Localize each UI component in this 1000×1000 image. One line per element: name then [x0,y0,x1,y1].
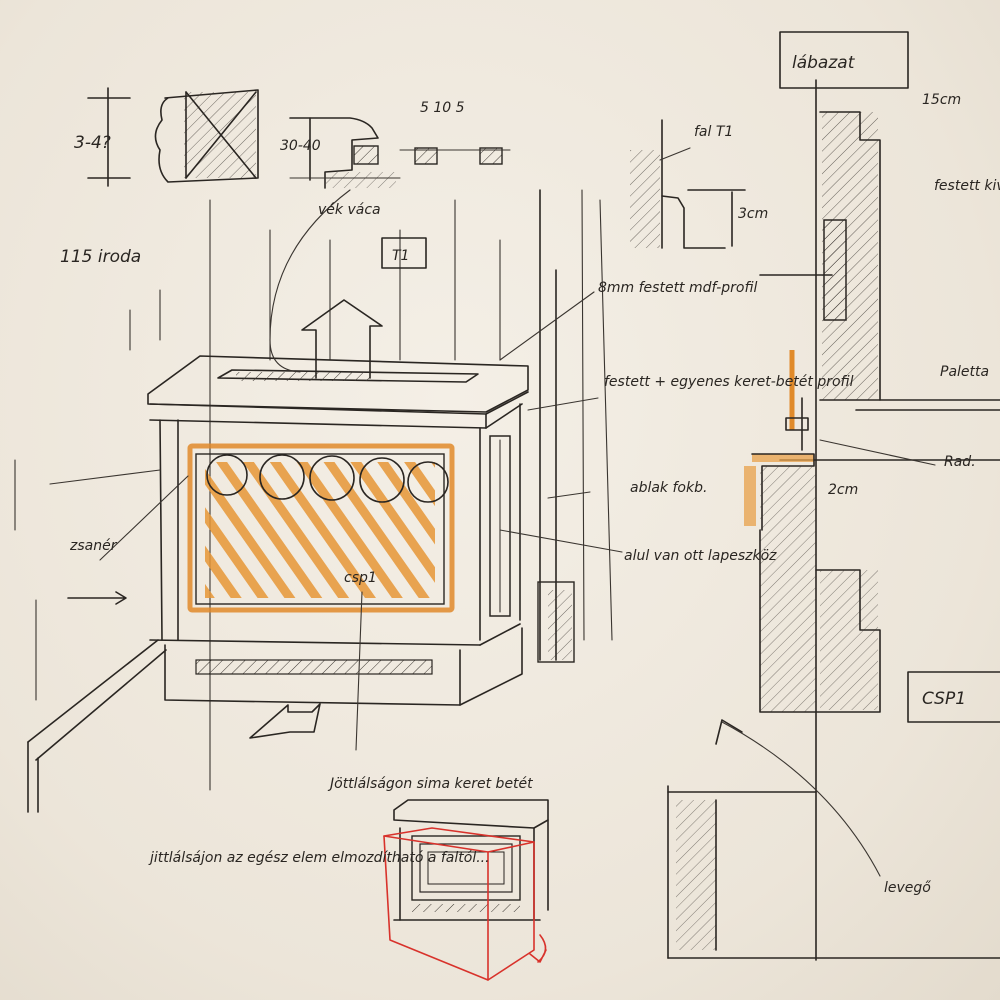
csp1-small-label: csp1 [344,570,377,586]
window-frame-label: ablak fokb. [630,480,707,496]
rad-label: Rad. [944,454,976,470]
floor-skirting [14,459,167,813]
dim-2cm-label: 2cm [828,482,858,498]
cabinet-sketch [147,299,529,739]
dim-3-4-label: 3-4? [74,133,111,153]
parketta-label: Paletta [940,364,989,380]
small-cabinet-sketch [383,799,549,981]
dim-3cm-label: 3cm [738,206,768,222]
leader-lines [99,147,936,751]
csp1-box-label: CSP1 [922,689,966,709]
side-note-left: jittlálsájon az egész elem elmozdítható … [148,850,490,866]
wall-section-t1 [537,119,746,663]
vek-vaca-label: vék váca [318,202,381,218]
right-section [667,79,1000,961]
labazat-label: lábazat [792,53,856,73]
levego-label: levegő [884,880,931,896]
fal-t1-label: fal T1 [694,124,733,140]
bottom-opening-label: alul van ott lapeszköz [624,548,777,564]
zsanir-label: zsanér [69,538,118,554]
dim-30-40-label: 30-40 [280,138,321,154]
dim-15cm-label: 15cm [922,92,961,108]
painted-frame-label: festett + egyenes keret-betét profil [604,374,854,390]
t1-box-label: T1 [392,248,409,264]
festett-ral-label: festett kiv: RAL [934,178,1000,194]
cornice-profile [289,117,511,189]
room-label: 115 iroda [60,247,141,267]
handwritten-notes: 3-4? 5 10 5 30-40 vék váca 115 iroda T1 … [60,53,1000,896]
mdf-profile-label: 8mm festett mdf-profil [598,280,758,296]
dim-spacing-label: 5 10 5 [420,100,465,116]
label-boxes [381,31,1000,723]
side-note-title: Jöttlálságon sima keret betét [327,776,533,792]
profile-detail-top-left [87,87,259,187]
